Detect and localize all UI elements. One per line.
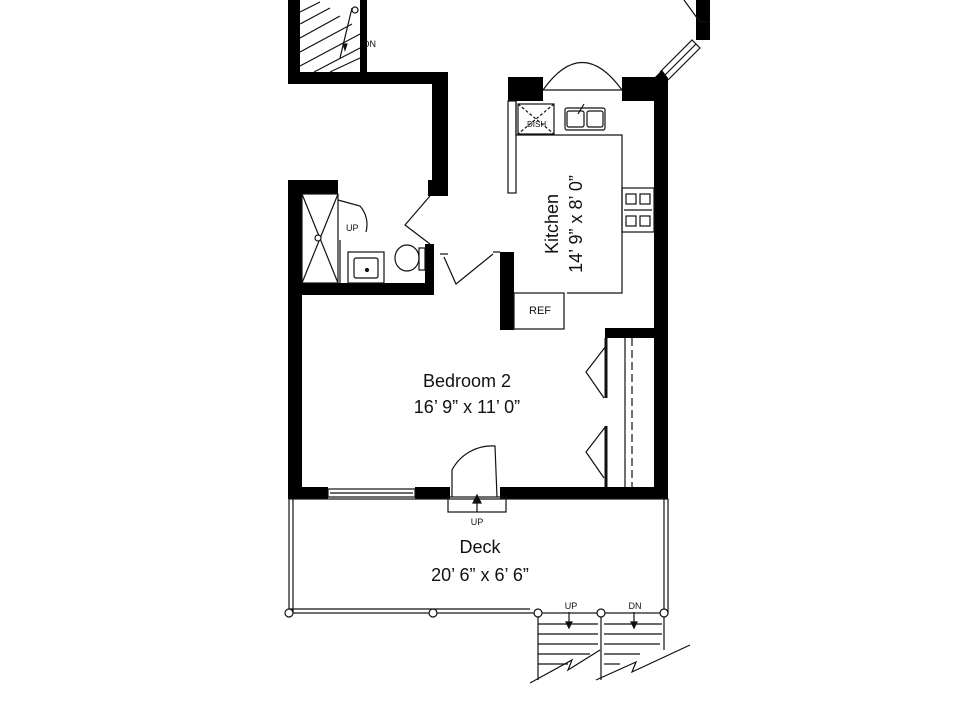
deck-dims: 20’ 6” x 6’ 6” [431,565,529,585]
wall-top-right-stub [696,0,710,40]
bath-sink [353,257,379,279]
dishwasher [517,103,555,135]
wall-kitchen-right [654,90,668,498]
wall-bedroom-bottom-left [288,487,328,499]
wall-hall-top [288,72,448,84]
closet-door-top [585,345,607,399]
wall-stair-left [288,0,300,80]
bath-up-label: UP [346,223,359,233]
deck-dn-label: DN [629,601,642,611]
thin-lines [299,0,710,513]
labels: DN UP DISH REF Kitchen 14’ 9” x 8’ 0” Be… [346,39,642,611]
deck-outline [288,498,669,614]
fridge-label: REF [529,305,551,317]
kitchen-name: Kitchen [542,194,562,254]
wall-bedroom-bottom-mid [415,487,450,499]
bedroom-window [327,488,416,498]
deck [284,498,691,684]
wall-hall-right [432,72,448,196]
kitchen-bay-arch [542,62,623,91]
bedroom2-name: Bedroom 2 [423,371,511,391]
wall-left [288,180,302,498]
kitchen-label-group: Kitchen 14’ 9” x 8’ 0” [542,175,586,273]
walls [288,0,710,499]
wall-stair-right [360,0,367,80]
wall-bedroom-bottom-right [500,487,668,499]
wall-kitchen-top-right [622,77,656,101]
deck-name: Deck [459,537,501,557]
kitchen-door [443,253,494,285]
bath-vanity [347,251,385,284]
closet-door-bottom [585,425,607,479]
door-up-label: UP [471,517,484,527]
bath-door-swing [337,199,368,233]
kitchen-dims: 14’ 9” x 8’ 0” [566,175,586,273]
toilet [394,244,420,272]
kitchen-sink [564,107,606,131]
counter-stub [507,100,517,194]
wall-hall-bottom-right [428,180,448,196]
wall-kitchen-left [500,252,514,330]
bedroom2-dims: 16’ 9” x 11’ 0” [414,397,520,417]
wall-kitchen-top-left [508,77,543,101]
kitchen-appliances [517,103,655,233]
deck-up-label: UP [565,601,578,611]
stair-top-dn-label: DN [363,39,376,49]
deck-stairs [529,612,691,684]
stair-top [299,1,361,73]
wall-bath-bottom [288,283,434,295]
wall-bath-right [425,244,434,295]
dishwasher-label: DISH [527,120,546,129]
entry-door [451,445,498,498]
wall-kitchen-bottom [605,328,665,338]
wall-bay-corner [654,70,668,90]
shower [301,193,339,284]
stove [621,187,655,233]
fridge-box [513,292,565,330]
hall-door [404,195,431,245]
